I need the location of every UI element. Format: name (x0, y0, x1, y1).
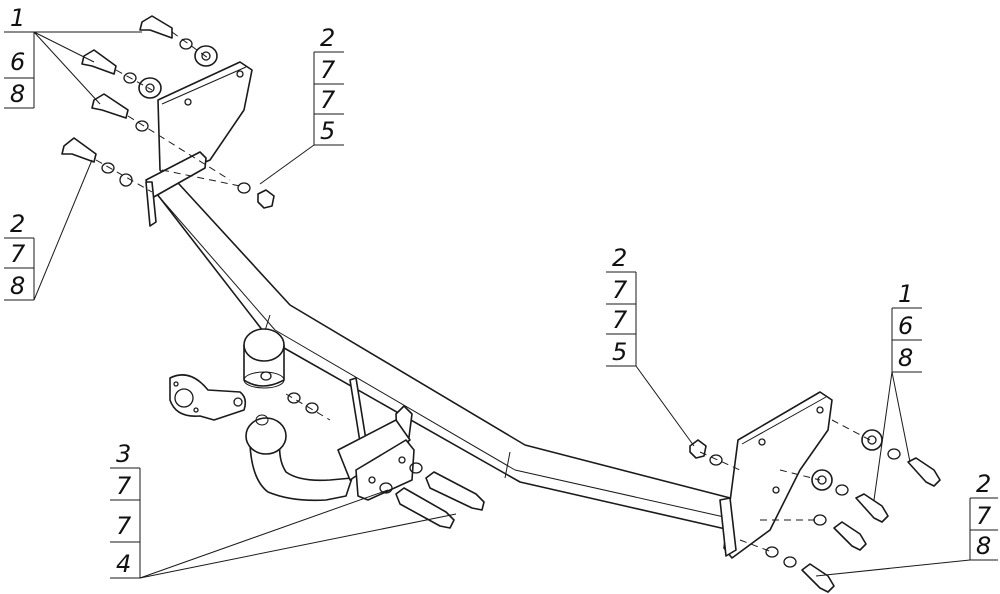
neck-mounting-plate (355, 439, 415, 501)
main-crossbeam (149, 171, 739, 531)
callout-right-upper: 1 6 8 (891, 280, 922, 373)
callout-bottom-left-1: 3 (116, 440, 131, 468)
callout-top-left-3: 8 (10, 80, 25, 108)
callout-top-center-4: 5 (320, 117, 335, 145)
bolt-top-left-1 (139, 15, 218, 67)
callout-top-left-2: 6 (10, 48, 25, 76)
callout-right-middle: 2 7 7 5 (606, 244, 637, 367)
bolt-top-left-2 (81, 49, 162, 99)
callout-bottom-right-1: 2 (976, 470, 991, 498)
neck-fasteners (287, 392, 485, 529)
nut-top-center (237, 182, 275, 209)
callout-top-left-1: 1 (10, 4, 25, 32)
callout-left-middle-2: 7 (10, 240, 26, 268)
socket-plate (169, 374, 247, 421)
callout-top-left: 1 6 8 (4, 4, 35, 109)
callout-left-middle-3: 8 (10, 272, 25, 300)
callout-top-center-2: 7 (320, 56, 336, 84)
callout-left-middle-1: 2 (10, 210, 25, 238)
callout-bottom-left-3: 7 (116, 512, 132, 540)
callout-top-center-1: 2 (320, 24, 335, 52)
callout-bottom-left-4: 4 (116, 550, 131, 578)
callout-bottom-left-2: 7 (116, 472, 132, 500)
leader-lines (33, 31, 971, 579)
callout-bottom-right-3: 8 (976, 532, 991, 560)
callout-top-center-3: 7 (320, 86, 336, 114)
right-mounting-bracket (719, 391, 833, 559)
callout-right-upper-3: 8 (898, 344, 913, 372)
bolt-top-left-3 (91, 93, 149, 132)
callout-right-upper-1: 1 (898, 280, 913, 308)
assembly-centerlines (95, 31, 871, 553)
callout-right-middle-3: 7 (612, 306, 628, 334)
callout-right-middle-1: 2 (612, 244, 627, 272)
callout-bottom-right-2: 7 (976, 502, 992, 530)
bolt-left-4 (61, 137, 133, 187)
callout-top-center: 2 7 7 5 (313, 24, 344, 146)
callout-right-middle-4: 5 (612, 338, 627, 366)
bolts-right (765, 429, 941, 593)
callout-right-middle-2: 7 (612, 276, 628, 304)
callout-left-middle: 2 7 8 (4, 210, 35, 301)
nut-right-middle (689, 439, 723, 466)
callout-bottom-left: 3 7 7 4 (110, 440, 141, 579)
ball-neck (245, 414, 353, 502)
callout-right-upper-2: 6 (898, 312, 913, 340)
callout-bottom-right: 2 7 8 (969, 470, 998, 561)
tow-ball (243, 328, 285, 389)
